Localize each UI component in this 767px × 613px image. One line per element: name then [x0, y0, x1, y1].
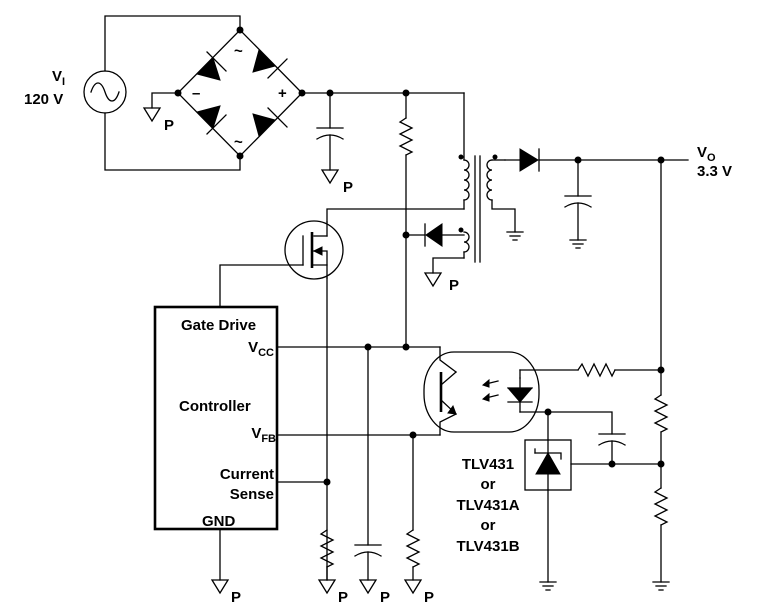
ground-label: P	[231, 589, 241, 606]
controller-name: Controller	[179, 398, 251, 415]
bulk-capacitor	[316, 92, 344, 185]
opto-collector-wire	[439, 346, 457, 373]
ground-symbol	[423, 272, 443, 288]
output-capacitor	[564, 159, 592, 249]
tlv431-line5: TLV431B	[456, 538, 519, 555]
ground-symbol	[210, 579, 230, 595]
pin-current-line1: Current	[220, 466, 274, 483]
output-label: VO	[697, 144, 716, 164]
divider-resistor-bottom	[652, 487, 670, 591]
controller-ic	[153, 305, 279, 531]
ground-label: P	[449, 277, 459, 294]
pin-vcc: VCC	[248, 339, 274, 359]
ground-label: P	[343, 179, 353, 196]
output-voltage: 3.3 V	[697, 163, 732, 180]
aux-ground-wire	[432, 257, 465, 274]
bridge-rectifier	[174, 26, 306, 160]
pin-gate-drive: Gate Drive	[181, 317, 256, 334]
compensation-capacitor	[547, 411, 626, 465]
optocoupler	[423, 351, 540, 433]
bridge-ac-bottom: ~	[234, 134, 243, 151]
ground-label: P	[164, 117, 174, 134]
bridge-plus: +	[278, 85, 287, 102]
bridge-ac-top: ~	[234, 43, 243, 60]
pin-current-line2: Sense	[230, 486, 274, 503]
pin-vfb: VFB	[251, 425, 276, 445]
source-label: VI	[52, 68, 65, 88]
vcc-capacitor	[354, 346, 382, 595]
source-voltage: 120 V	[24, 91, 63, 108]
tlv431-line4: or	[481, 517, 496, 534]
aux-diode	[405, 223, 465, 247]
tlv431-line2: or	[481, 476, 496, 493]
led-resistor	[519, 362, 662, 379]
startup-resistor	[398, 92, 414, 348]
ground-label: P	[338, 589, 348, 606]
divider-resistor-top	[653, 394, 669, 489]
ground-label: P	[380, 589, 390, 606]
tlv431-shunt	[524, 439, 662, 591]
ground-symbol	[142, 107, 162, 123]
opto-emitter-wire	[439, 413, 457, 436]
bridge-ground-wire	[151, 92, 179, 109]
tlv431-line3: TLV431A	[456, 497, 519, 514]
transformer	[458, 92, 524, 263]
ground-label: P	[424, 589, 434, 606]
drain-wire	[326, 208, 465, 223]
sense-resistor	[317, 529, 337, 595]
bridge-minus: –	[192, 85, 200, 102]
pin-gnd: GND	[202, 513, 236, 530]
tlv431-line1: TLV431	[462, 456, 514, 473]
ac-source	[83, 15, 241, 171]
feedback-resistor	[403, 434, 423, 595]
